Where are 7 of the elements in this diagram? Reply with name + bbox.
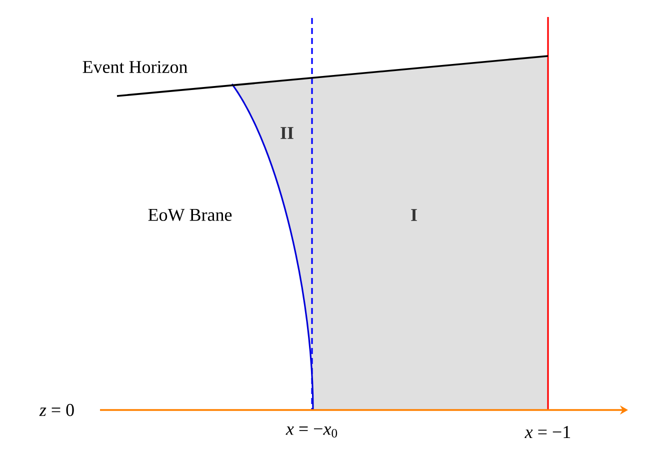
region-label: I [411, 209, 417, 221]
region-label: II [280, 127, 294, 139]
curve-label: EoW Brane [148, 208, 232, 222]
axis-label: z = 0 [39, 404, 74, 416]
axis-label: x = −1 [524, 426, 570, 438]
curve-label: Event Horizon [82, 60, 188, 74]
axis-label: x = −x$_{0}$ [286, 426, 338, 438]
